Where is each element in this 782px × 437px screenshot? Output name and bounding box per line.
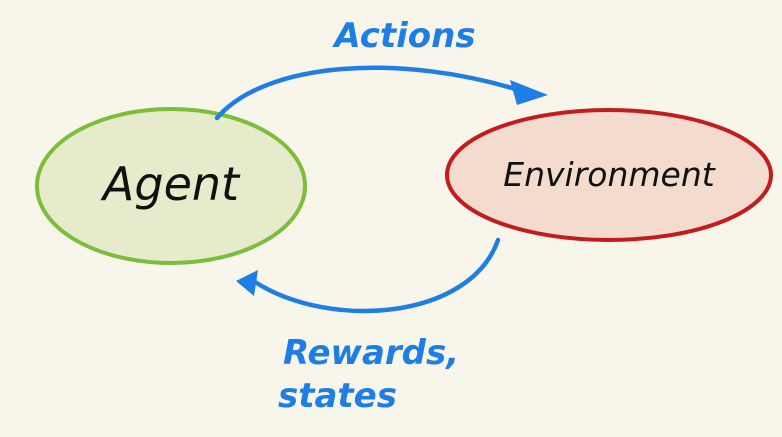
- rewards-arrowhead: [236, 270, 258, 296]
- actions-arrowhead: [510, 80, 548, 105]
- actions-label: Actions: [331, 16, 475, 56]
- rewards-arrow: [252, 237, 501, 314]
- rewards-label: Rewards,: [283, 333, 459, 373]
- agent-label: Agent: [100, 157, 241, 211]
- agent-node: Agent: [35, 107, 307, 265]
- states-label: states: [278, 376, 397, 416]
- environment-node: Environment: [445, 108, 773, 242]
- agent-ellipse: [35, 107, 307, 265]
- environment-ellipse: [445, 108, 773, 242]
- actions-edge: Actions: [214, 16, 548, 121]
- actions-arrow: [214, 65, 528, 121]
- rewards-edge: Rewards, states: [236, 237, 501, 416]
- environment-label: Environment: [503, 155, 715, 194]
